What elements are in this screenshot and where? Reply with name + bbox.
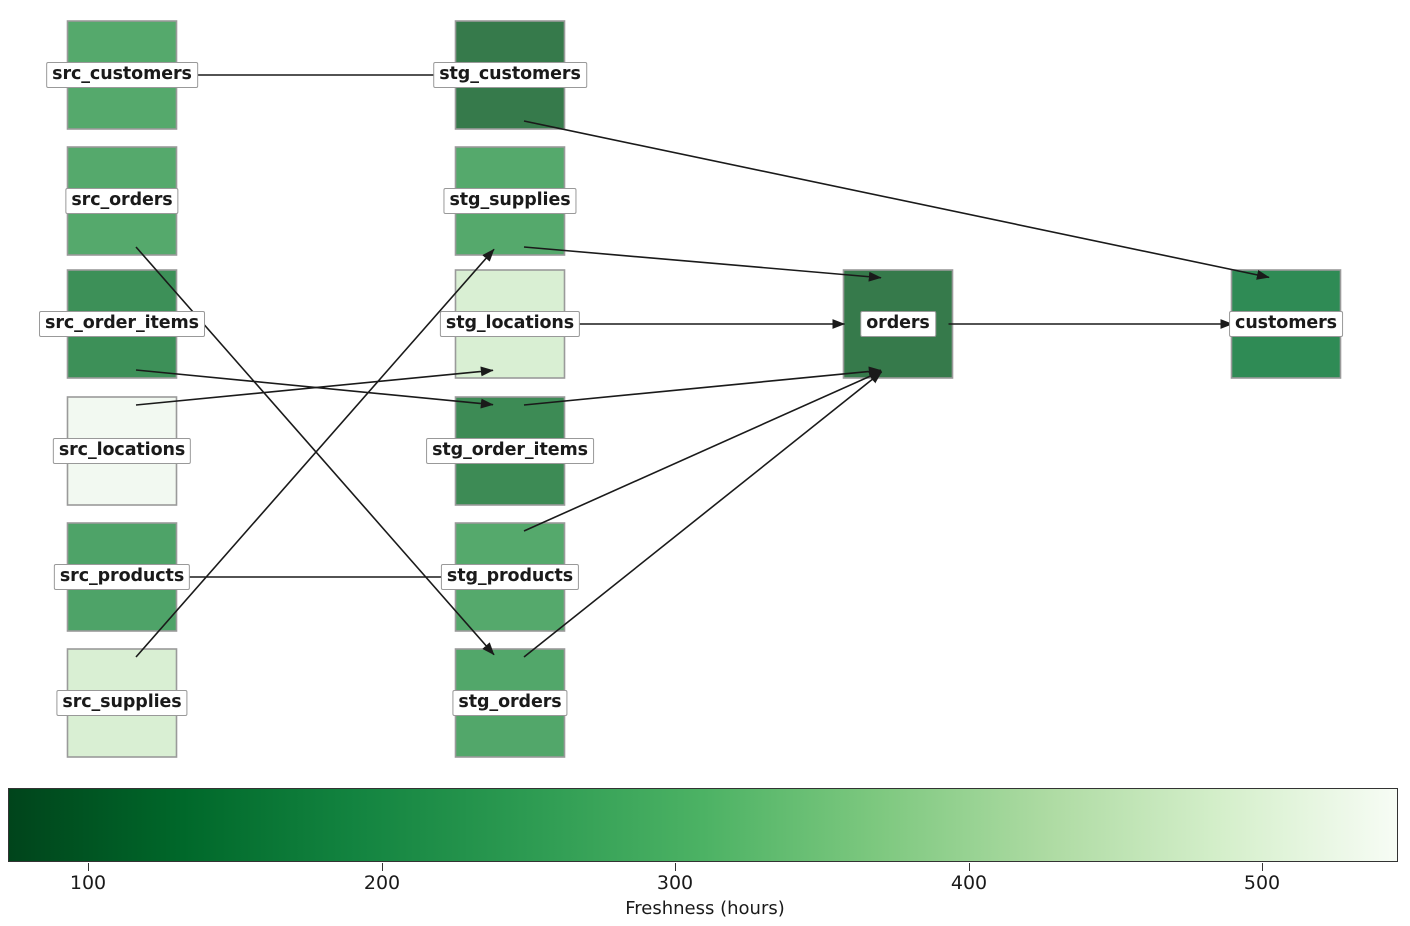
node-label-stg_orders[interactable]: stg_orders: [452, 690, 568, 716]
edge-group: [135, 74, 1270, 658]
node-label-stg_products[interactable]: stg_products: [440, 564, 580, 590]
colorbar: [8, 788, 1398, 862]
node-label-stg_locations[interactable]: stg_locations: [439, 311, 581, 337]
edge-stg_customers-to-customers: [523, 120, 1270, 280]
node-label-stg_order_items[interactable]: stg_order_items: [426, 438, 594, 464]
edge-stg_orders-to-orders: [523, 371, 883, 658]
node-label-src_locations[interactable]: src_locations: [52, 438, 192, 464]
colorbar-tick-label-200: 200: [363, 872, 401, 894]
node-label-src_products[interactable]: src_products: [53, 564, 191, 590]
colorbar-tick-300: [675, 863, 677, 871]
edge-src_locations-to-stg_locations: [135, 366, 494, 406]
edge-stg_order_items-to-orders: [523, 366, 882, 406]
node-label-src_supplies[interactable]: src_supplies: [56, 690, 188, 716]
colorbar-tick-500: [1262, 863, 1264, 871]
node-label-src_customers[interactable]: src_customers: [46, 62, 198, 88]
edge-stg_supplies-to-orders: [523, 246, 882, 282]
colorbar-tick-400: [969, 863, 971, 871]
colorbar-tick-label-400: 400: [950, 872, 988, 894]
colorbar-tick-label-500: 500: [1243, 872, 1281, 894]
node-label-orders[interactable]: orders: [860, 311, 936, 337]
node-label-src_orders[interactable]: src_orders: [65, 188, 179, 214]
node-label-stg_supplies[interactable]: stg_supplies: [443, 188, 577, 214]
edge-src_supplies-to-stg_supplies: [135, 248, 495, 658]
node-label-customers[interactable]: customers: [1229, 311, 1343, 337]
colorbar-tick-label-100: 100: [69, 872, 107, 894]
node-label-stg_customers[interactable]: stg_customers: [433, 62, 587, 88]
colorbar-tick-100: [88, 863, 90, 871]
edge-stg_products-to-orders: [523, 370, 882, 532]
colorbar-title: Freshness (hours): [625, 898, 785, 919]
node-label-src_order_items[interactable]: src_order_items: [39, 311, 205, 337]
colorbar-gradient: [9, 789, 1397, 861]
colorbar-tick-200: [382, 863, 384, 871]
node-box-group: [66, 20, 1342, 758]
colorbar-tick-label-300: 300: [656, 872, 694, 894]
